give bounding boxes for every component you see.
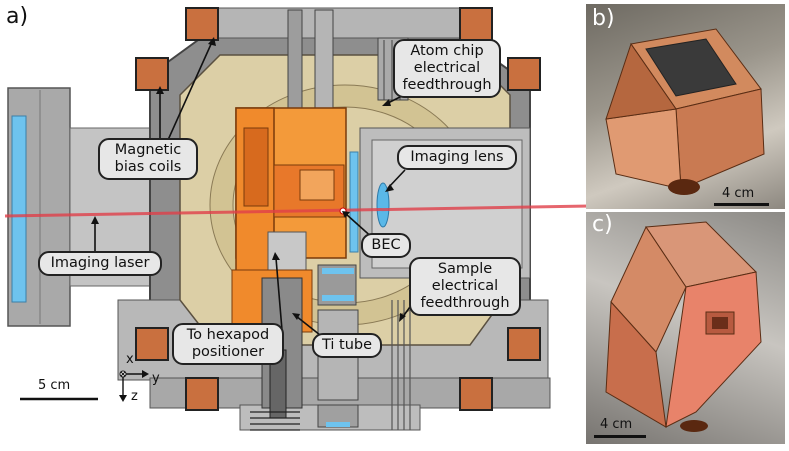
- axis-y-label: y: [152, 371, 160, 386]
- panel-label-a: a): [6, 4, 29, 29]
- axis-z-label: z: [131, 389, 138, 404]
- imaging-laser-label: Imaging laser: [50, 255, 150, 271]
- ti-tube-callout: Ti tube: [312, 333, 382, 358]
- bec-callout: BEC: [361, 233, 411, 258]
- bellows: [250, 411, 300, 431]
- ti-tube-label: Ti tube: [321, 337, 373, 353]
- hexapod-line2: positioner: [191, 344, 265, 360]
- imaging-laser-beam: [4, 204, 590, 218]
- photo-b-scale-label: 4 cm: [722, 186, 755, 201]
- left-port-window: [11, 115, 27, 303]
- imaging-lens-callout: Imaging lens: [397, 145, 517, 170]
- imaging-lens-element: [376, 182, 390, 228]
- photo-c: c) 4 cm: [586, 212, 785, 444]
- panel-label-c: c): [592, 212, 613, 237]
- chamber-diagram: [4, 7, 590, 431]
- bec-label: BEC: [371, 237, 401, 253]
- imaging-laser-callout: Imaging laser: [38, 251, 162, 276]
- atom-chip-line1: Atom chip: [410, 43, 484, 59]
- magnetic-line1: Magnetic: [114, 142, 182, 158]
- bias-coils: [135, 7, 541, 411]
- photo-b: b) 4 cm: [586, 4, 785, 209]
- photo-c-scale-bar: [594, 435, 646, 438]
- atom-chip-line2: electrical: [413, 60, 481, 76]
- atom-chip-feedthrough-callout: Atom chip electrical feedthrough: [393, 39, 501, 98]
- hexapod-line1: To hexapod: [186, 327, 270, 343]
- sample-feedthrough-callout: Sample electrical feedthrough: [409, 257, 521, 316]
- main-scale-label: 5 cm: [38, 378, 71, 393]
- panel-label-b: b): [592, 6, 615, 31]
- atom-chip-line3: feedthrough: [402, 77, 492, 93]
- magnetic-bias-coils-callout: Magnetic bias coils: [98, 138, 198, 180]
- imaging-lens-label: Imaging lens: [410, 149, 504, 165]
- photo-b-scale-bar: [714, 203, 769, 206]
- coordinate-axes: [122, 373, 145, 398]
- sample-line2: electrical: [431, 278, 499, 294]
- imaging-lens-holder: [349, 151, 359, 253]
- sample-line3: feedthrough: [420, 295, 510, 311]
- axis-x-label: x: [126, 352, 134, 367]
- sample-line1: Sample: [437, 261, 493, 277]
- magnetic-line2: bias coils: [114, 159, 182, 175]
- photo-c-scale-label: 4 cm: [600, 417, 633, 432]
- hexapod-callout: To hexapod positioner: [172, 323, 284, 365]
